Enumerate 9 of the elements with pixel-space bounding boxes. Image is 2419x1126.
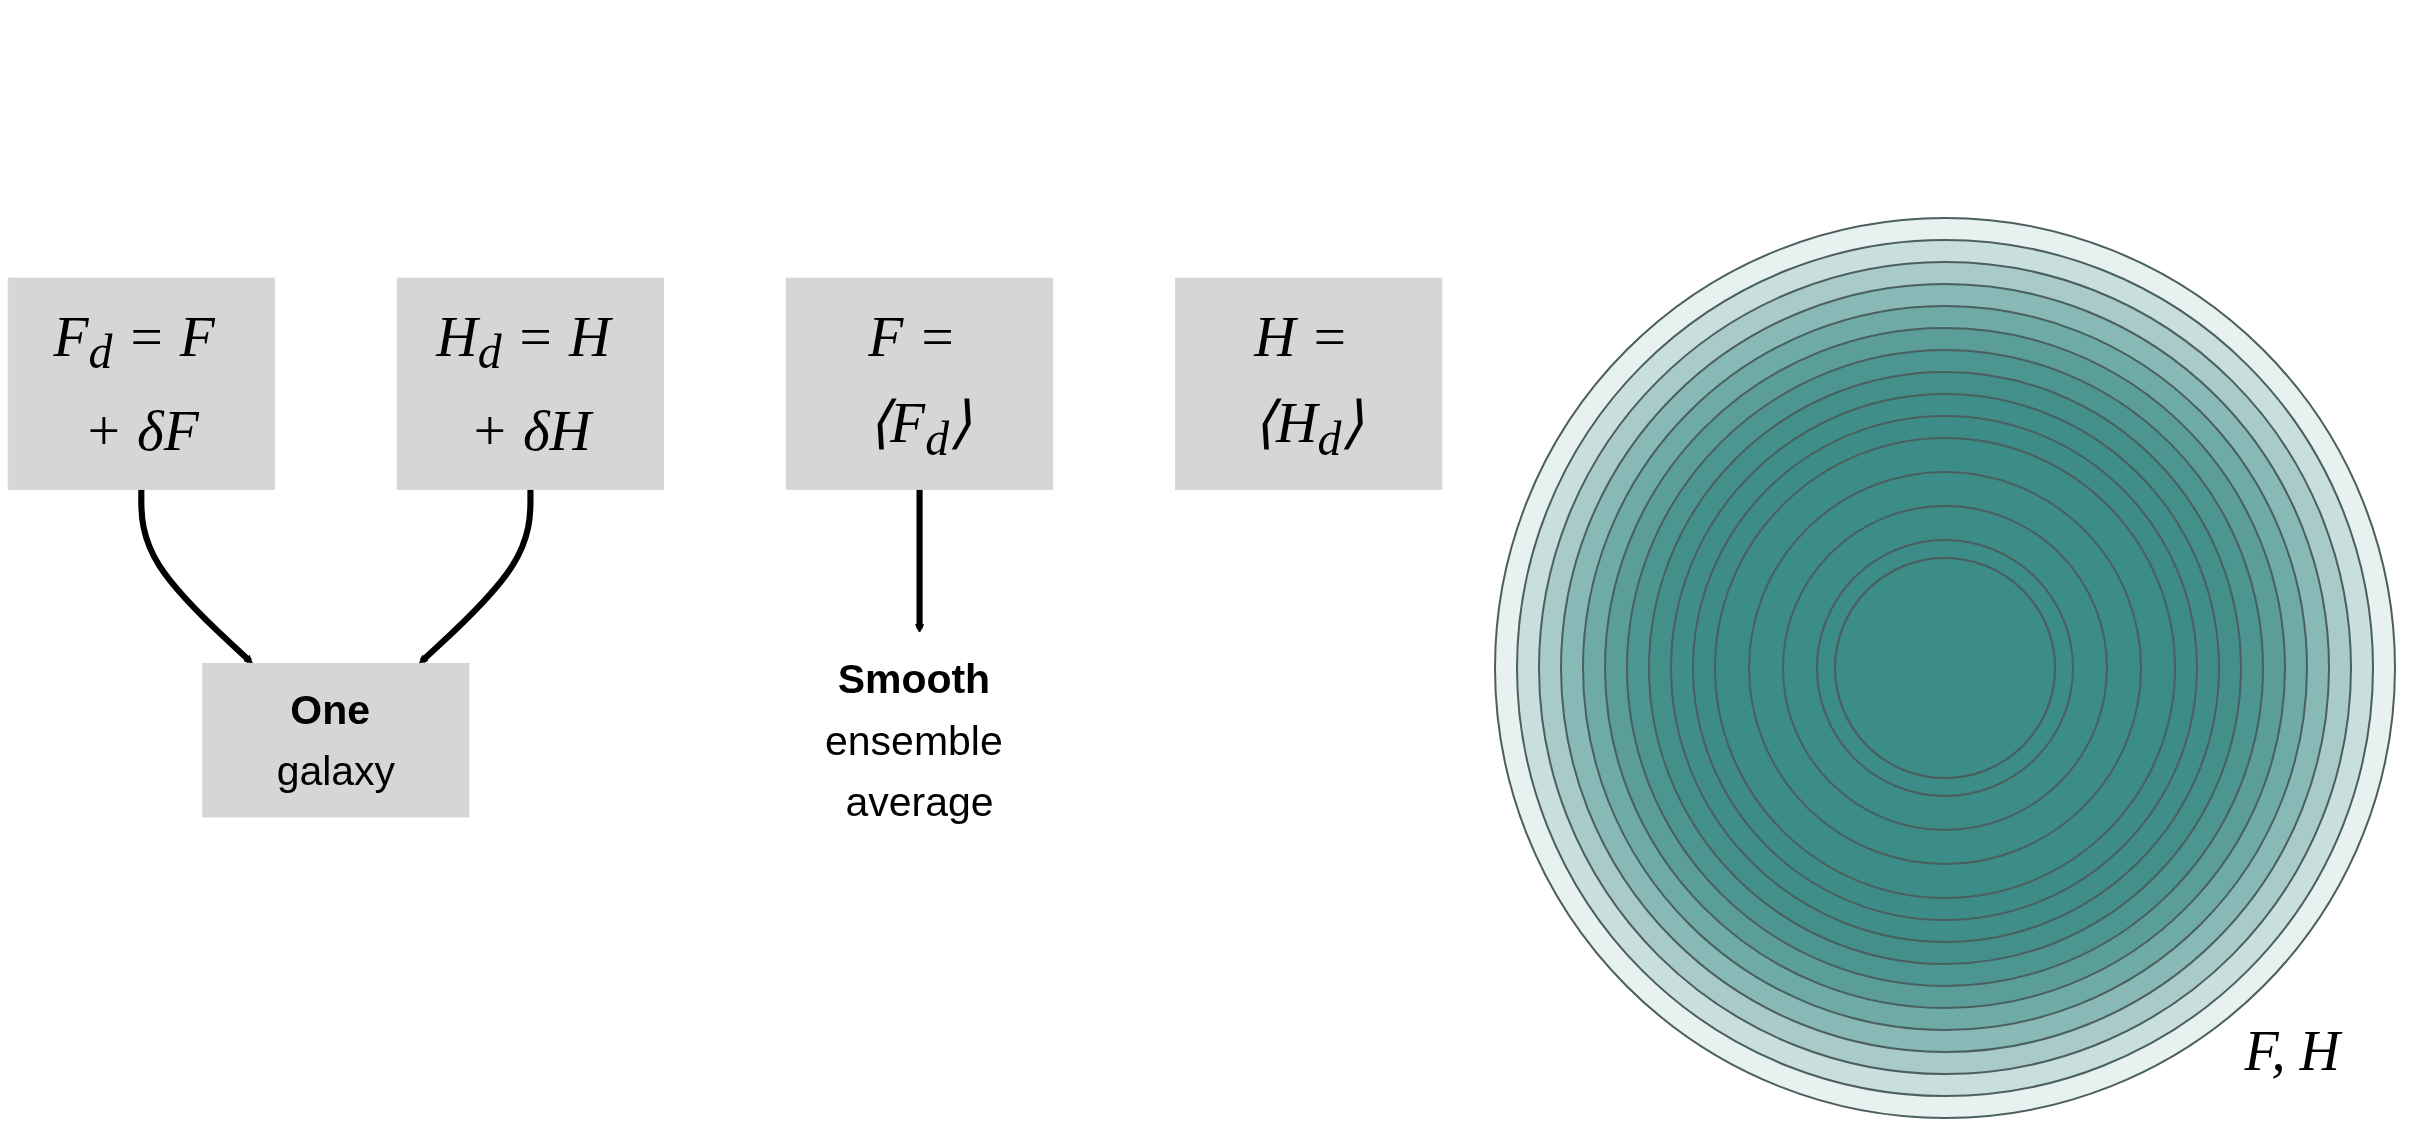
node-box: H$_{d}$ = H + δH — [396, 277, 665, 490]
arrow — [138, 489, 253, 664]
arrow — [915, 489, 925, 634]
node-box: F = ⟨F$_{d}$⟩ — [785, 277, 1054, 490]
node-box: H = ⟨H$_{d}$⟩ — [1175, 277, 1443, 490]
node-text: Smooth ensemble average — [825, 656, 1003, 825]
arrow — [418, 489, 534, 664]
node-box: F$_{d}$ = F + δF — [7, 277, 275, 490]
node-box: One galaxy — [202, 662, 470, 818]
